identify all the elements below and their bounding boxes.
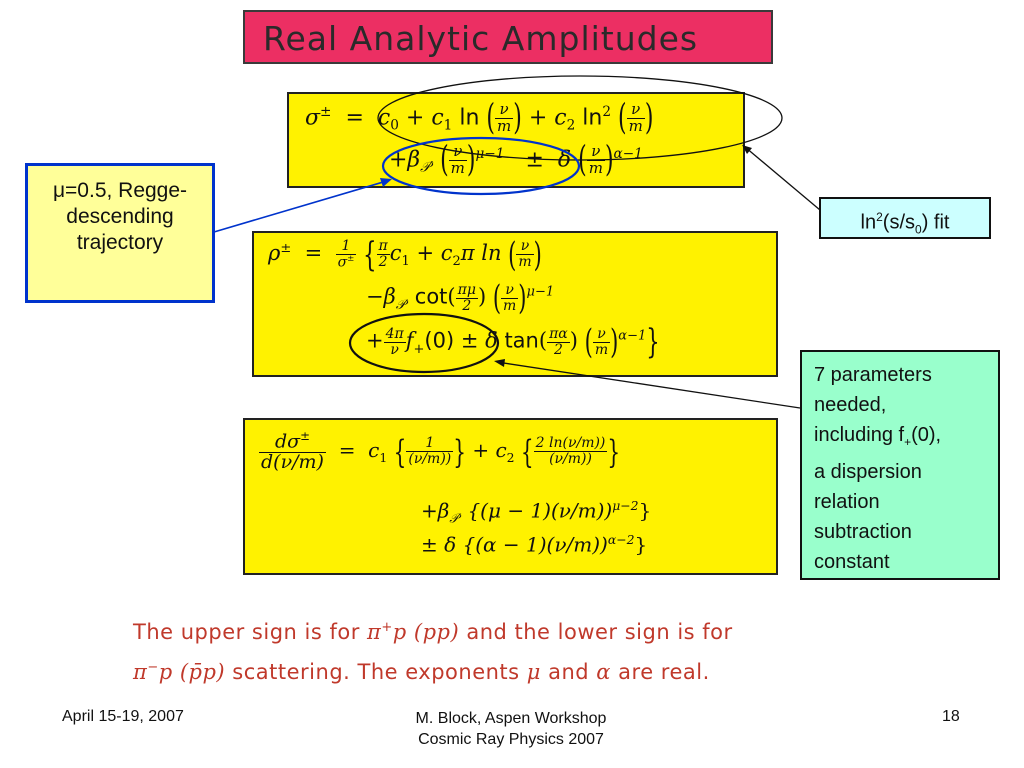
- footer-author-line-1: M. Block, Aspen Workshop: [415, 710, 607, 727]
- parameters-line-7: constant: [814, 551, 890, 573]
- regge-callout: μ=0.5, Regge- descending trajectory: [25, 163, 215, 303]
- regge-callout-line-1: μ=0.5, Regge-: [52, 179, 188, 202]
- footer-author: M. Block, Aspen Workshop Cosmic Ray Phys…: [380, 708, 642, 750]
- parameters-callout: 7 parameters needed, including f+(0), a …: [800, 350, 1000, 580]
- explanation-line-1: The upper sign is for π+p (pp) and the l…: [133, 620, 733, 644]
- footer-date: April 15-19, 2007: [62, 708, 184, 725]
- ln2-arrowhead: [742, 145, 752, 154]
- dsigma-line-3: ± δ {(α − 1)(ν/m))α−2}: [421, 532, 648, 557]
- dispersion-arrowhead: [494, 359, 505, 367]
- parameters-line-5: relation: [814, 491, 880, 513]
- slide-title: Real Analytic Amplitudes: [263, 19, 699, 58]
- parameters-line-3: including f+(0),: [814, 424, 942, 449]
- dispersion-constant-ellipse: [348, 312, 500, 374]
- parameters-line-4: a dispersion: [814, 461, 922, 483]
- explanation-line-2: π−p (p̄p) scattering. The exponents μ an…: [133, 660, 710, 684]
- dsigma-line-1: dσ±d(ν/m) = c1 {1(ν/m))} + c2 {2 ln(ν/m)…: [259, 429, 621, 474]
- ln2-fit-callout: ln2(s/s0) fit: [819, 197, 991, 239]
- dsigma-line-2: +β𝒫′ {(μ − 1)(ν/m))μ−2}: [421, 498, 652, 526]
- dispersion-arrow: [496, 361, 801, 409]
- ln2-term-ellipse: [377, 75, 783, 161]
- parameters-line-6: subtraction: [814, 521, 912, 543]
- slide-title-box: Real Analytic Amplitudes: [243, 10, 773, 64]
- regge-callout-line-2: descending: [66, 205, 174, 228]
- regge-callout-line-3: trajectory: [76, 231, 164, 254]
- ln2-arrow: [744, 146, 821, 211]
- parameters-line-1: 7 parameters: [814, 364, 932, 386]
- regge-arrow: [213, 179, 391, 233]
- page-number: 18: [942, 708, 960, 725]
- dsigma-equation-box: dσ±d(ν/m) = c1 {1(ν/m))} + c2 {2 ln(ν/m)…: [243, 418, 778, 575]
- regge-term-ellipse: [381, 136, 581, 196]
- footer-author-line-2: Cosmic Ray Physics 2007: [418, 731, 604, 748]
- parameters-line-2: needed,: [814, 394, 887, 416]
- regge-arrowhead: [380, 178, 392, 187]
